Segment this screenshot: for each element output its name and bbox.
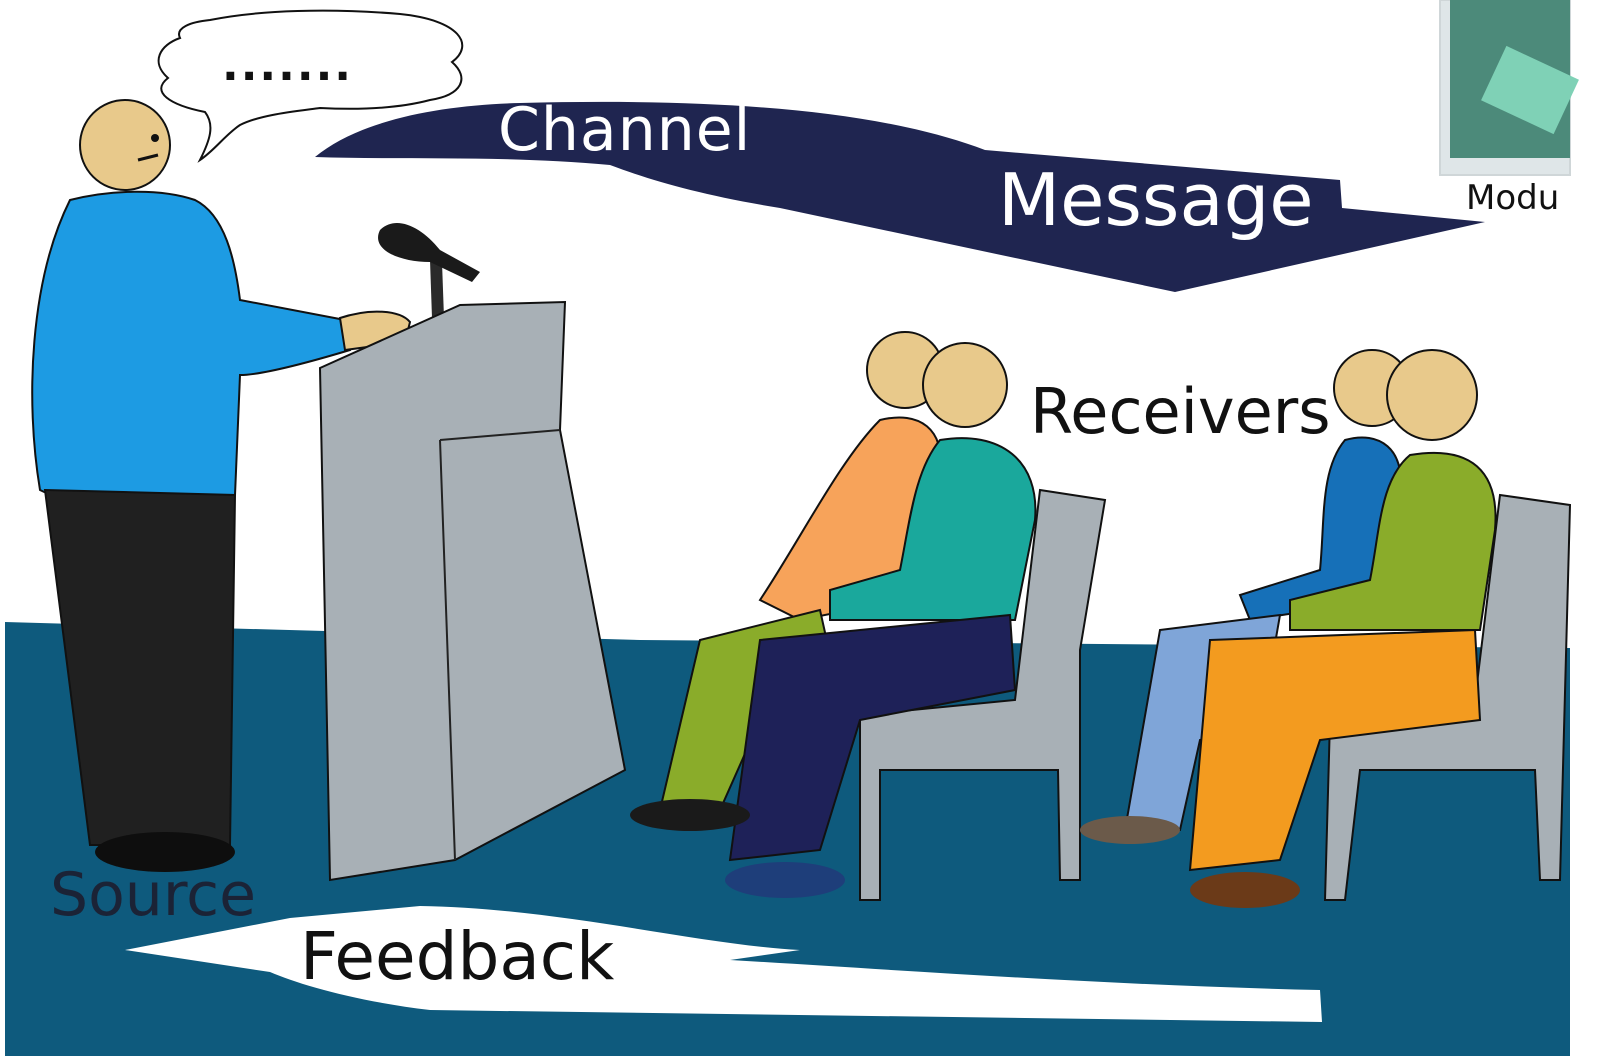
microphone-stand [430, 260, 444, 318]
receiver-4-head [1386, 349, 1478, 441]
speech-bubble [157, 9, 464, 163]
receivers-label: Receivers [1030, 375, 1331, 448]
speaker-mouth [137, 153, 159, 162]
thumbnail-caption: Modu [1466, 178, 1560, 218]
speaker-eye [151, 134, 159, 142]
speech-ellipsis: ....... [222, 40, 354, 91]
receiver-2-pants [728, 613, 1017, 862]
podium-front-edge [439, 429, 561, 861]
receiver-shoes-right [1080, 816, 1180, 844]
receiver-4-pants [1188, 628, 1482, 872]
receiver-2-shirt [829, 437, 1037, 621]
channel-message-arrow [315, 101, 1485, 292]
receiver-2-head [922, 342, 1008, 428]
speaker-shoes [95, 832, 235, 872]
module-thumbnail-note [1481, 45, 1579, 135]
speaker-head [79, 99, 171, 191]
receiver-shoes-right-2 [1190, 872, 1300, 908]
podium [318, 300, 627, 882]
source-label: Source [50, 860, 257, 930]
receiver-1-shirt [758, 416, 942, 622]
feedback-label: Feedback [300, 918, 615, 995]
channel-label: Channel [498, 95, 752, 165]
message-label: Message [998, 158, 1314, 242]
receiver-shoes-left [630, 799, 750, 831]
feedback-arrow [125, 906, 1322, 1022]
receiver-shoes-left-2 [725, 862, 845, 898]
receiver-4-shirt [1289, 451, 1497, 631]
microphone [378, 222, 480, 282]
speaker-shirt [31, 190, 352, 511]
receiver-3-shirt [1238, 436, 1402, 622]
